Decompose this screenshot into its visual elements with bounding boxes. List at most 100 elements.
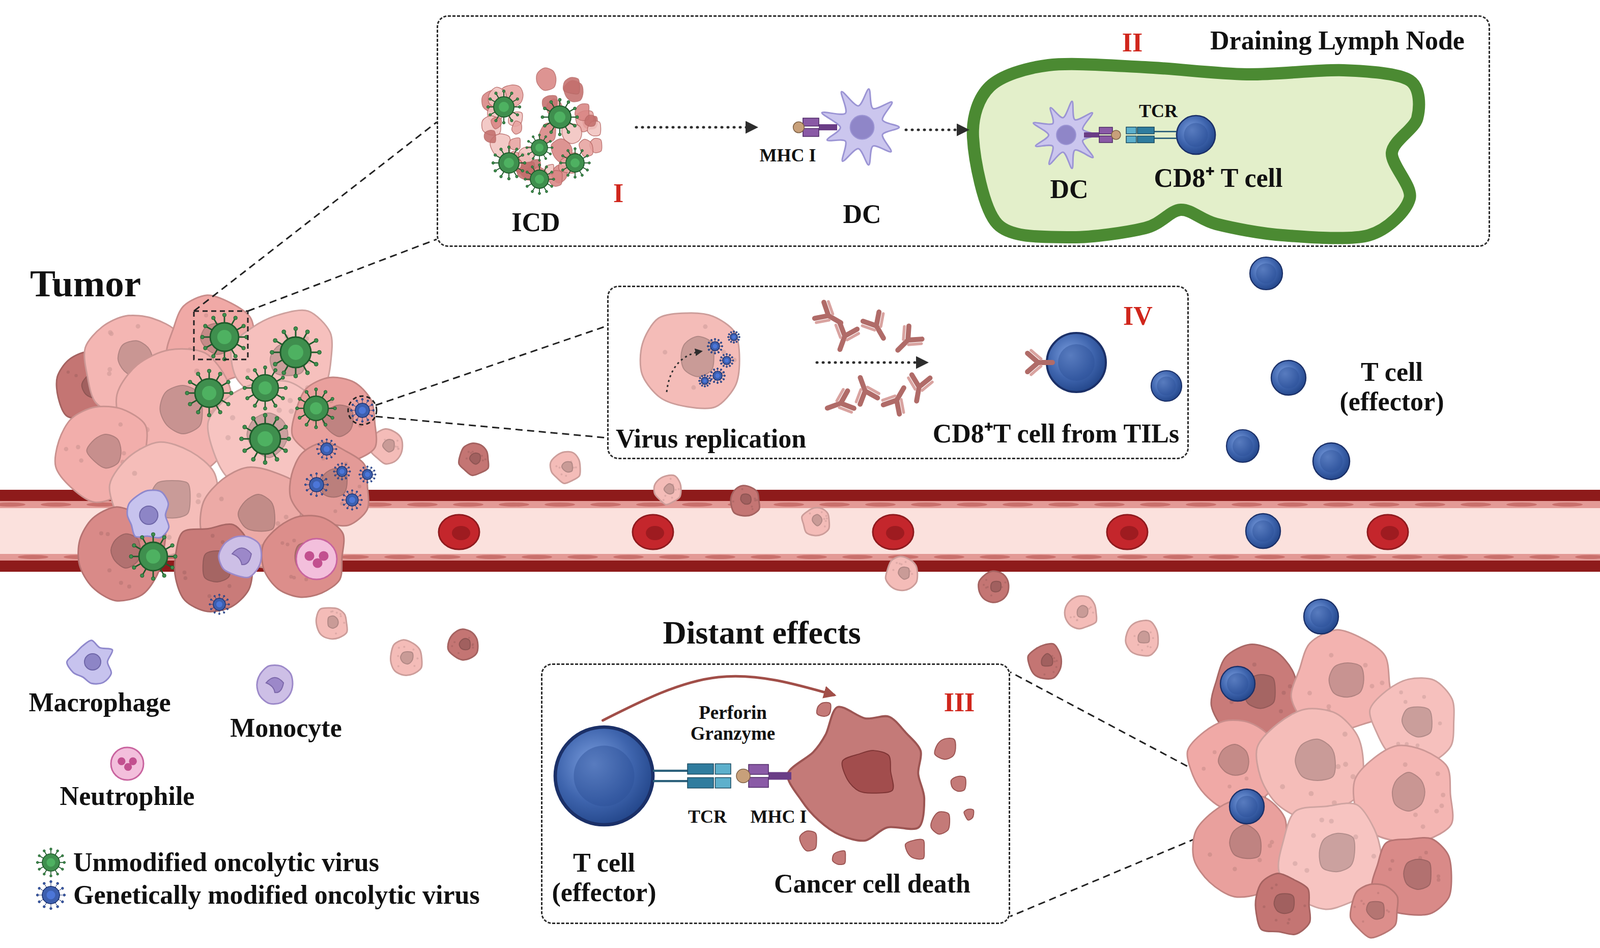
virus-spike-tip — [38, 887, 41, 890]
cell-granule — [107, 366, 112, 372]
virus-spike-tip — [348, 466, 350, 469]
cell-granule — [1435, 770, 1441, 776]
virus-spike — [547, 147, 552, 149]
label-holder: Virus replication — [615, 423, 807, 454]
virus-spike — [221, 400, 227, 404]
endothelial-cell — [1437, 554, 1469, 559]
virus-spike-tip — [49, 874, 52, 877]
cell-granule — [1207, 851, 1213, 857]
cell-granule — [731, 357, 737, 363]
virus-spike-tip — [233, 316, 238, 320]
cell-granule — [1342, 731, 1348, 737]
virus-spike-tip — [370, 466, 373, 469]
virus-spike-tip — [211, 354, 216, 358]
virus-spike-tip — [561, 154, 564, 158]
virus-spike-tip — [341, 462, 344, 465]
cell-granule — [219, 496, 224, 501]
virus-spike — [198, 375, 203, 381]
virus-spike-tip — [737, 333, 740, 335]
cell-granule — [1385, 908, 1389, 912]
cell-granule — [285, 542, 290, 547]
cell-granule — [484, 458, 487, 461]
virus-spike — [328, 407, 334, 409]
effector-t-cell: T cell (effector) — [1262, 346, 1461, 428]
cell-granule — [207, 593, 212, 598]
virus-spike-tip — [538, 163, 541, 167]
virus-spike — [561, 162, 566, 164]
edge-label-holder: Perforin Granzyme — [684, 701, 782, 745]
cell-granule — [210, 533, 215, 538]
virus-spike — [315, 420, 317, 426]
monocyte-body — [218, 535, 262, 578]
virus-spike-tip — [370, 403, 374, 406]
virus-spike-tip — [717, 381, 719, 384]
endothelial-cell — [384, 554, 415, 559]
cell-nucleus — [1274, 893, 1295, 913]
virus-spike — [135, 546, 141, 550]
virus-spike — [295, 367, 297, 375]
cell-granule — [1390, 858, 1394, 863]
virus-spike — [568, 170, 571, 175]
virus-spike-tip — [132, 543, 136, 548]
virus-spike-tip — [333, 470, 335, 473]
virus-spike — [508, 148, 510, 153]
cell-nucleus — [232, 547, 252, 565]
virus-core — [202, 385, 217, 400]
virus-spike-tip — [732, 359, 734, 362]
oncolytic-virus — [333, 462, 351, 480]
tcr-domain — [715, 763, 731, 774]
endothelial-cell — [1185, 502, 1217, 507]
cell-granule — [396, 654, 399, 657]
circulating-tumor-cells — [316, 429, 1158, 679]
virus-spike-tip — [359, 494, 362, 496]
virus-spike — [563, 167, 567, 170]
virus-capsid — [712, 370, 723, 381]
cell-granule — [1152, 636, 1155, 639]
legend-label: Unmodified oncolytic virus — [73, 847, 380, 877]
cell-granule — [555, 465, 558, 468]
virus-spike-tip — [708, 382, 711, 385]
virus-spike — [316, 491, 318, 495]
virus-spike-tip — [714, 338, 717, 340]
antibody-light-chain — [882, 391, 909, 413]
virus-spike-tip — [726, 365, 728, 368]
cell-granule — [132, 470, 138, 476]
virus-spike-tip — [733, 330, 735, 333]
tumor-cell — [1064, 595, 1097, 629]
virus-spike — [44, 851, 47, 855]
virus-spike-tip — [63, 893, 66, 896]
node-label: CD8⁺ T cell — [1154, 163, 1283, 193]
nucleus-lobe — [117, 757, 126, 765]
virus-spike-tip — [313, 361, 319, 366]
virus-spike-tip — [293, 326, 298, 331]
t-cell-stream — [1151, 203, 1350, 824]
oncolytic-virus — [341, 489, 363, 510]
virus-spike — [517, 167, 522, 171]
virus-spike-tip — [309, 493, 312, 496]
cell-fragment — [930, 811, 950, 834]
cell-granule — [702, 324, 708, 329]
cell-granule — [403, 645, 406, 648]
virus-core — [216, 601, 223, 608]
cell-granule — [1201, 766, 1206, 771]
virus-spike — [208, 407, 211, 414]
tumor-cell — [801, 507, 830, 536]
virus-spike-tip — [49, 847, 52, 850]
virus-spike-tip — [726, 353, 728, 355]
cell-granule — [1257, 857, 1263, 863]
cell-granule — [1353, 905, 1357, 908]
virus-spike-tip — [317, 350, 322, 355]
virus-spike-tip — [321, 473, 324, 476]
virus-spike — [221, 382, 227, 386]
antibody — [823, 387, 855, 419]
cell-nucleus — [1295, 738, 1336, 781]
virus-spike-tip — [330, 415, 334, 419]
virus-spike — [527, 183, 532, 186]
virus-spike-tip — [218, 612, 220, 615]
virus-spike-tip — [263, 413, 268, 418]
zoom-line — [375, 416, 608, 438]
virus-spike — [50, 881, 52, 887]
virus-spike — [198, 405, 203, 411]
cell-nucleus — [400, 651, 414, 664]
endothelial-cell — [1323, 502, 1354, 507]
